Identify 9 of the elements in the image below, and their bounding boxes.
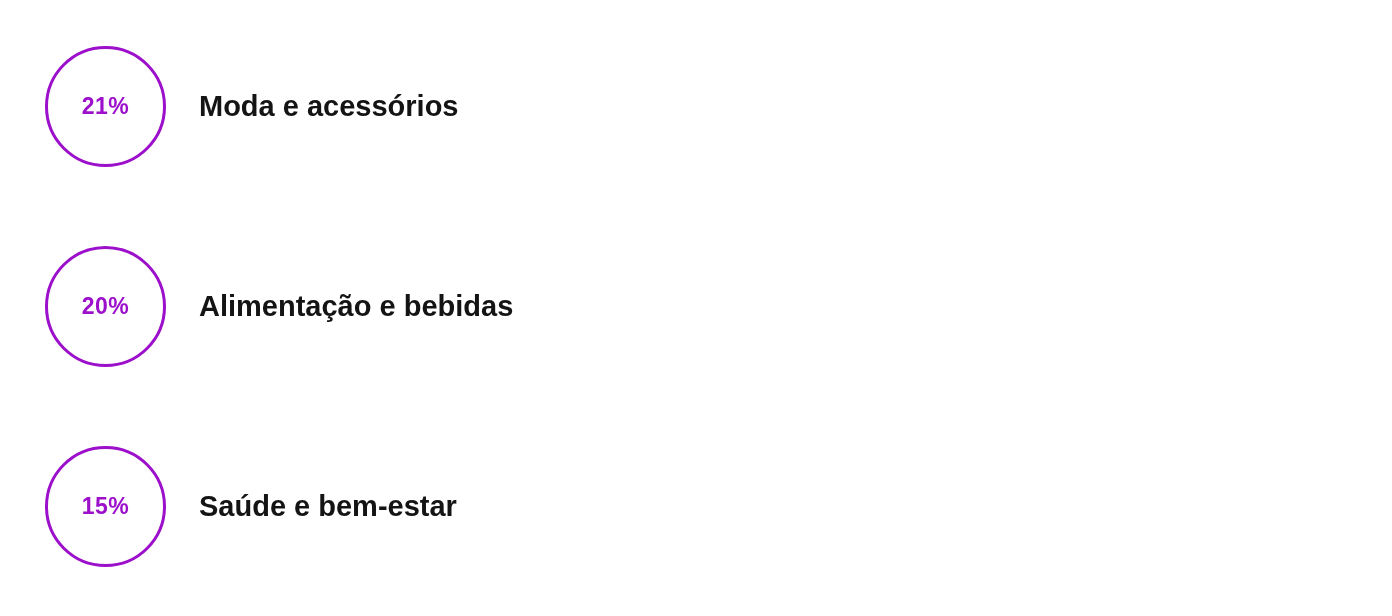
category-label: Alimentação e bebidas (199, 290, 514, 323)
percentage-circle (45, 46, 166, 167)
category-label: Saúde e bem-estar (199, 490, 457, 523)
percentage-circle (45, 246, 166, 367)
category-label: Moda e acessórios (199, 90, 459, 123)
percentage-value: 15% (81, 493, 130, 520)
percentage-value: 20% (81, 293, 130, 320)
percentage-value: 21% (81, 93, 130, 120)
percentage-circle (45, 446, 166, 567)
